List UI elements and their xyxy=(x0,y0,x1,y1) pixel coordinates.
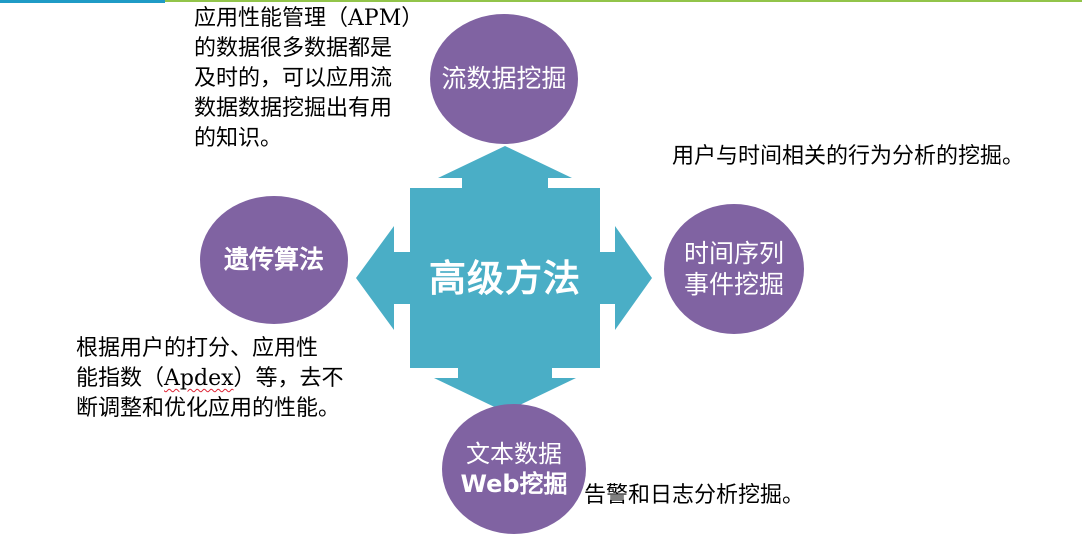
note-apdex-line1: 根据用户的打分、应用性 xyxy=(76,336,319,361)
note-apdex-line2-after: ）等，去不 xyxy=(233,365,344,391)
node-text-web-mining: 文本数据 Web挖掘 xyxy=(442,404,586,534)
apdex-word: Apdex xyxy=(164,365,234,391)
node-genetic-algorithm: 遗传算法 xyxy=(200,196,348,324)
note-time-behavior-text: 用户与时间相关的行为分析的挖掘。 xyxy=(672,144,1025,169)
note-apm-line: 数据数据挖掘出有用 xyxy=(194,95,393,121)
node-time-series-mining: 时间序列 事件挖掘 xyxy=(664,204,804,334)
node-text-web-line1: 文本数据 xyxy=(466,440,562,468)
header-rule-left xyxy=(0,0,165,3)
note-apm-line: 的数据很多数据都是 xyxy=(194,35,393,61)
node-time-series-line2: 事件挖掘 xyxy=(683,270,784,299)
node-stream-mining: 流数据挖掘 xyxy=(430,14,578,144)
note-apdex-line3: 断调整和优化应用的性能。 xyxy=(76,395,341,421)
note-apm-line: 及时的，可以应用流 xyxy=(194,65,393,91)
note-apdex-line2-before: 能指数（ xyxy=(76,365,165,391)
node-text-web-line2: Web挖掘 xyxy=(460,470,568,498)
header-rule xyxy=(0,0,1082,3)
header-rule-right xyxy=(165,0,1082,2)
note-apm: 应用性能管理（APM） 的数据很多数据都是 及时的，可以应用流 数据数据挖掘出有… xyxy=(194,4,423,154)
node-genetic-algorithm-label: 遗传算法 xyxy=(223,245,324,275)
node-stream-mining-label: 流数据挖掘 xyxy=(441,64,567,94)
cross-arrow-polygon xyxy=(356,146,652,412)
note-apm-line: 的知识。 xyxy=(194,125,283,151)
note-apdex-line2: 能指数（Apdex）等，去不 xyxy=(76,364,344,394)
note-time-behavior: 用户与时间相关的行为分析的挖掘。 xyxy=(672,142,1024,172)
center-label: 高级方法 xyxy=(429,257,581,300)
node-time-series-line1: 时间序列 xyxy=(683,238,784,268)
note-apm-line: 应用性能管理（APM） xyxy=(194,6,424,31)
note-apdex: 根据用户的打分、应用性 能指数（Apdex）等，去不 断调整和优化应用的性能。 xyxy=(76,334,344,424)
note-alerts-logs-text: 告警和日志分析挖掘。 xyxy=(584,483,805,508)
note-alerts-logs: 告警和日志分析挖掘。 xyxy=(584,481,804,511)
